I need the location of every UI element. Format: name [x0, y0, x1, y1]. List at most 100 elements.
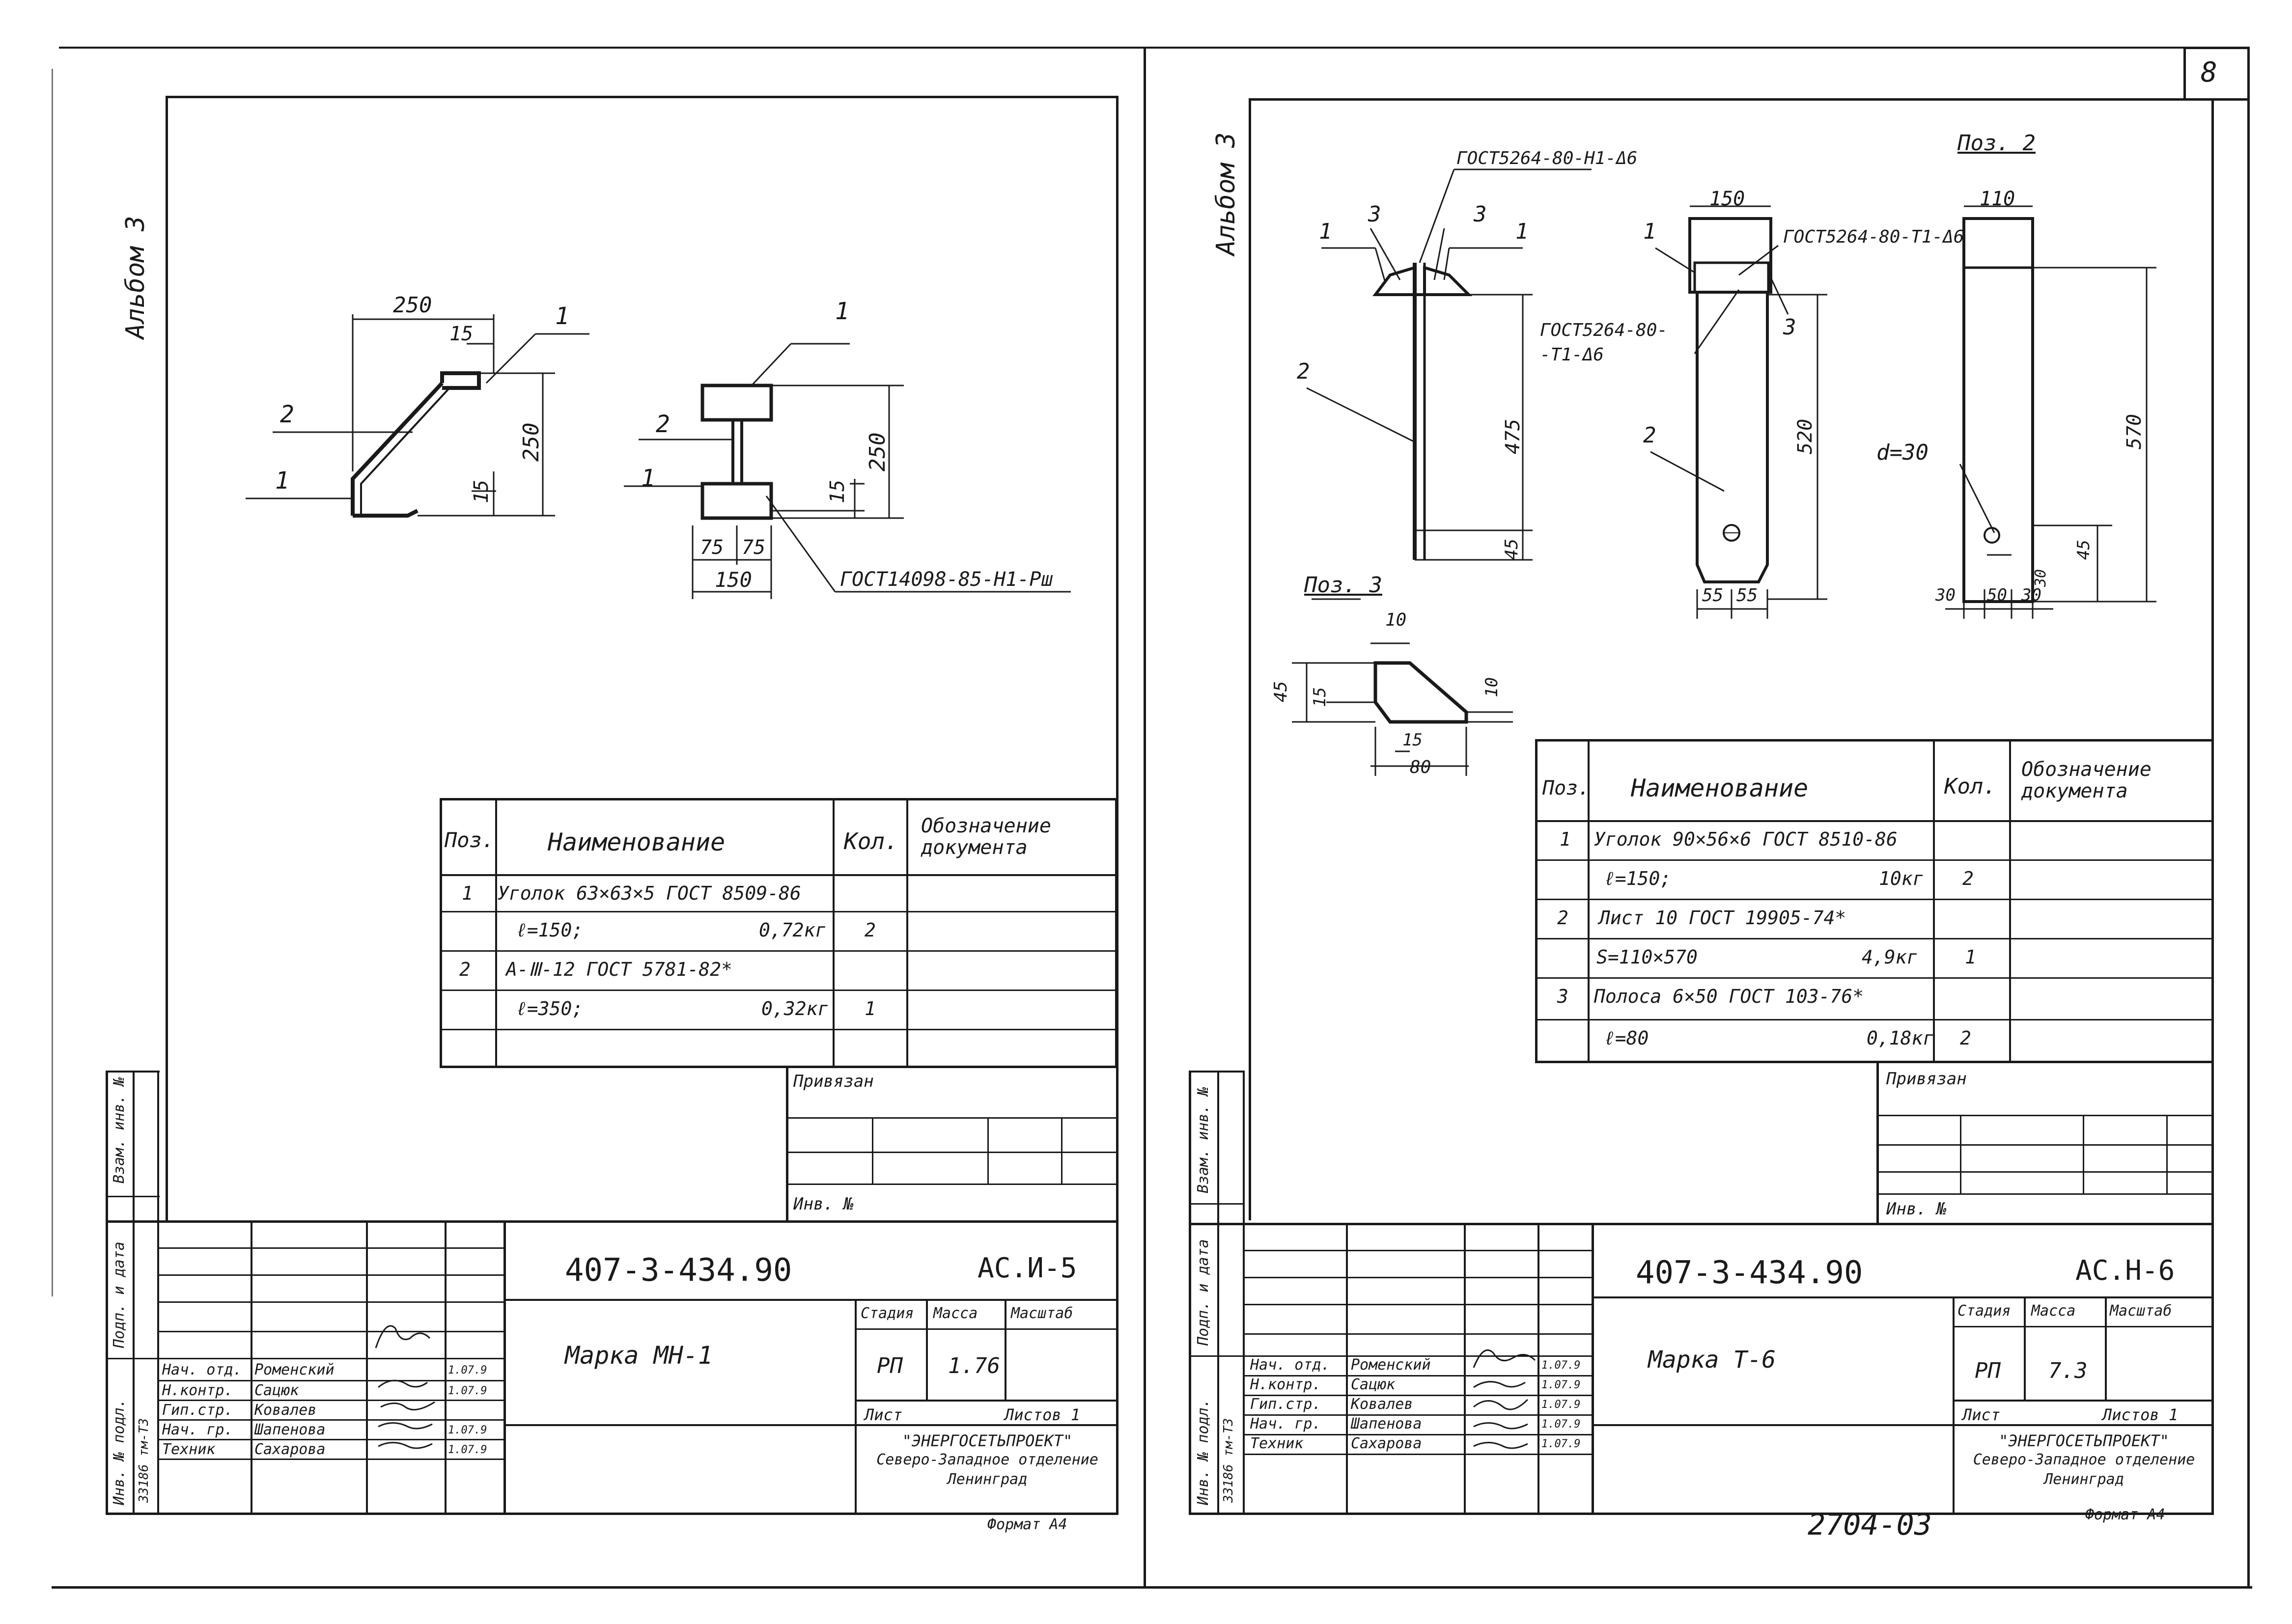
spec-row-qty: 2	[1962, 868, 1974, 889]
signer-name: Роменский	[254, 1361, 335, 1378]
spec-row-qty: 2	[865, 919, 876, 941]
callout-1: 1	[1319, 219, 1332, 244]
signer-date: 1.07.9	[448, 1364, 487, 1376]
side-label: Подп. и дата	[111, 1241, 128, 1348]
spec-header-qty: Кол.	[1944, 774, 1996, 799]
sheet-code: АС.Н-6	[2075, 1255, 2175, 1287]
signer-name: Ковалев	[1351, 1396, 1413, 1413]
stage-value: РП	[877, 1353, 903, 1378]
weld-note-mid: ГОСТ5264-80-	[1540, 320, 1668, 340]
signer-role: Нач. гр.	[162, 1421, 233, 1438]
dim-110: 110	[1980, 188, 2015, 210]
dim-55: 55	[1736, 585, 1758, 606]
spec-row-mass: 4,9кг	[1862, 946, 1918, 968]
callout-1: 1	[1515, 219, 1529, 244]
callout-1-bottom: 1	[275, 467, 289, 495]
signer-role: Н.контр.	[162, 1382, 233, 1399]
dim-55: 55	[1702, 585, 1724, 606]
dim-45: 45	[2074, 540, 2094, 560]
callout-1: 1	[1643, 219, 1656, 244]
mass-header: Масса	[2031, 1302, 2076, 1320]
side-label: Инв. № подл.	[111, 1399, 128, 1505]
right-drawing	[1292, 168, 2156, 776]
callout-1: 1	[555, 303, 569, 330]
dim-hole: d=30	[1876, 440, 1929, 465]
signer-role: Техник	[162, 1441, 216, 1458]
list-label: Лист	[865, 1405, 903, 1424]
spec-header-pos: Поз.	[445, 828, 495, 852]
callout-2: 2	[1297, 359, 1310, 384]
spec-header-name: Наименование	[548, 828, 726, 856]
signer-role: Нач. отд.	[162, 1361, 242, 1378]
spec-row-pos: 1	[1560, 828, 1571, 850]
dim-150: 150	[1709, 188, 1745, 210]
spec-row-name: Уголок 63×63×5 ГОСТ 8509-86	[498, 882, 801, 904]
sheet-number: 8	[2201, 56, 2217, 88]
spec-row-name: ℓ=150;	[516, 919, 584, 941]
doc-code: 407-3-434.90	[1636, 1255, 1863, 1291]
signer-role: Гип.стр.	[1250, 1396, 1321, 1413]
signer-date: 1.07.9	[448, 1385, 487, 1397]
dim-15: 15	[1310, 687, 1330, 707]
signer-name: Шапенова	[1351, 1415, 1422, 1432]
left-drawing	[246, 314, 1071, 599]
org-line: Северо-Западное отделение	[1973, 1451, 2195, 1468]
dim-250-top: 250	[393, 293, 432, 318]
dim-45: 45	[1271, 681, 1291, 702]
mass-value: 1.76	[948, 1353, 1000, 1378]
inv-no-label: Инв. №	[793, 1194, 854, 1214]
spec-row-mass: 0,18кг	[1867, 1027, 1934, 1049]
front-dim-150: 150	[715, 568, 752, 592]
signer-date: 1.07.9	[448, 1424, 487, 1436]
spec-row-qty: 1	[1965, 946, 1976, 968]
signer-role: Н.контр.	[1250, 1376, 1321, 1393]
drawing-title: Марка Т-6	[1648, 1346, 1776, 1374]
org-line: Ленинград	[2044, 1471, 2124, 1488]
drawing-title: Марка МН-1	[565, 1341, 713, 1370]
org-line: Ленинград	[947, 1471, 1028, 1488]
stage-header: Стадия	[861, 1305, 914, 1322]
side-label: Подп. и дата	[1195, 1239, 1212, 1346]
signer-date: 1.07.9	[1541, 1399, 1581, 1411]
weld-note-top: ГОСТ5264-80-Н1-Δ6	[1456, 148, 1638, 168]
privyazan-label: Привязан	[1886, 1069, 1967, 1089]
dim-50: 50	[1987, 585, 2007, 605]
callout-3: 3	[1368, 202, 1381, 227]
stage-header: Стадия	[1957, 1302, 2011, 1320]
side-label: Инв. № подл.	[1195, 1399, 1212, 1505]
front-dim-75a: 75	[700, 536, 724, 559]
spec-header-qty: Кол.	[844, 828, 898, 854]
dim-30: 30	[2021, 585, 2041, 605]
signer-date: 1.07.9	[1541, 1379, 1581, 1391]
dim-10: 10	[1482, 677, 1502, 697]
signer-date: 1.07.9	[448, 1444, 487, 1456]
scale-header: Масштаб	[1011, 1305, 1073, 1322]
side-number: 33186 тм-Т3	[1221, 1418, 1236, 1503]
spec-row-name: ℓ=150;	[1604, 868, 1672, 889]
callout-2: 2	[280, 401, 294, 428]
spec-row-pos: 2	[1557, 907, 1568, 929]
weld-note-right: ГОСТ5264-80-Т1-Δ6	[1783, 227, 1964, 247]
signer-date: 1.07.9	[1541, 1359, 1581, 1372]
dim-10: 10	[1385, 610, 1407, 630]
dim-475: 475	[1502, 418, 1524, 454]
spec-row-qty: 2	[1960, 1027, 1971, 1049]
front-callout-1b: 1	[641, 465, 655, 492]
lists-label: Листов 1	[2102, 1405, 2179, 1424]
bottom-code: 2704-03	[1808, 1508, 1932, 1542]
dim-30: 30	[2032, 569, 2049, 587]
privyazan-label: Привязан	[793, 1072, 874, 1091]
signer-role: Нач. гр.	[1250, 1415, 1321, 1432]
sheet-number-box	[2183, 47, 2250, 101]
signer-role: Нач. отд.	[1250, 1356, 1330, 1374]
spec-header-doc: Обозначение документа	[2021, 758, 2152, 802]
org-line: "ЭНЕРГОСЕТЬПРОЕКТ"	[1999, 1431, 2169, 1450]
dim-80: 80	[1410, 757, 1431, 777]
format-label: Формат А4	[987, 1516, 1067, 1533]
spec-row-mass: 0,32кг	[761, 998, 829, 1019]
spec-header-pos: Поз.	[1542, 777, 1590, 799]
signer-role: Гип.стр.	[162, 1402, 233, 1419]
signer-name: Сацюк	[254, 1382, 299, 1399]
spec-row-mass: 10кг	[1879, 868, 1924, 889]
spec-row-name: Лист 10 ГОСТ 19905-74*	[1599, 907, 1846, 929]
